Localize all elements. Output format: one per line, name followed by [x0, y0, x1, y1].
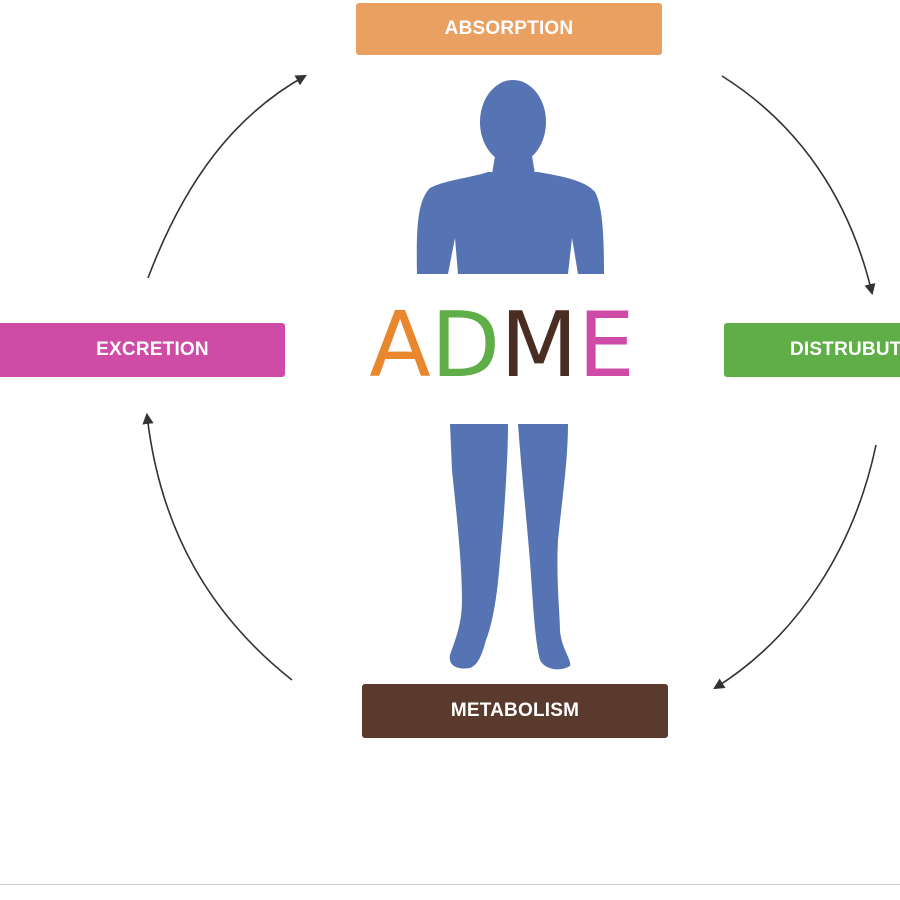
bottom-divider: [0, 884, 900, 885]
distribution-box: DISTRUBUTION: [724, 323, 900, 377]
metabolism-box: METABOLISM: [362, 684, 668, 738]
absorption-box: ABSORPTION: [356, 3, 662, 55]
arrow-absorption-to-distribution: [721, 75, 876, 296]
adme-letter-a: A: [369, 293, 431, 398]
adme-title: A D M E: [362, 290, 642, 402]
arrow-metabolism-to-excretion: [142, 412, 293, 681]
excretion-box: EXCRETION: [0, 323, 285, 377]
adme-letter-m: M: [500, 293, 578, 398]
arrow-excretion-to-absorption: [147, 74, 307, 279]
arrow-distribution-to-metabolism: [713, 444, 877, 690]
adme-letter-d: D: [430, 293, 501, 398]
adme-letter-e: E: [577, 293, 635, 398]
